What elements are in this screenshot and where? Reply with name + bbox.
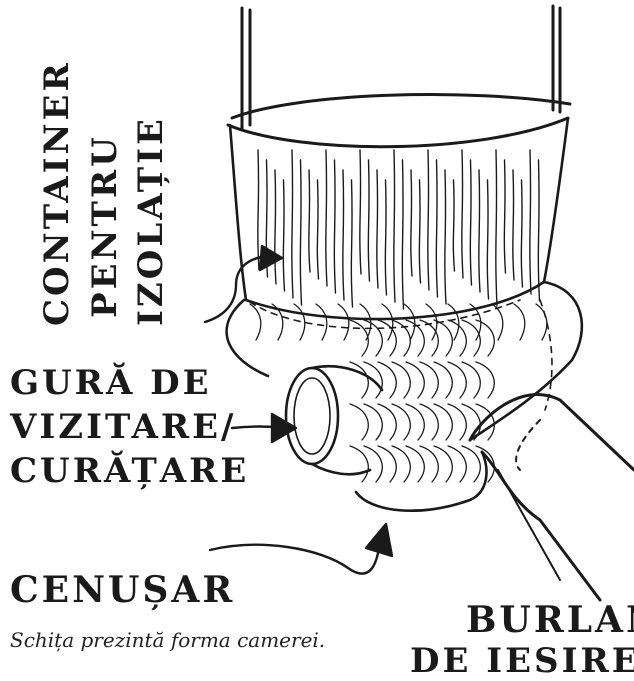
hatch-rim: [514, 304, 525, 340]
hatch-swirl: [448, 320, 466, 356]
inspection-label-line1: GURĂ DE: [10, 366, 212, 400]
outlet-pipe-label-line1: BURLAN: [466, 602, 634, 638]
arrow-ashpit: [210, 524, 392, 574]
hatch-stroke: [402, 160, 403, 309]
inspection-label-line2: VIZITARE/: [10, 410, 236, 444]
hatch-swirl: [434, 404, 452, 440]
hatch-rim: [250, 304, 261, 340]
hatch-rim: [338, 304, 349, 340]
hatch-stroke: [309, 170, 310, 272]
hatch-swirl: [364, 404, 382, 440]
hatch-swirl: [364, 446, 382, 482]
outlet-pipe-label-line2: DE IESIRE: [410, 644, 634, 678]
insulation-container: [230, 118, 568, 319]
hatch-stroke: [283, 180, 284, 291]
container-label-line2: PENTRU: [88, 134, 122, 318]
container-hatching: [258, 150, 540, 309]
hatch-swirl: [420, 404, 438, 440]
hatch-swirl: [406, 446, 424, 482]
ashpit-label: CENUȘAR: [10, 572, 235, 608]
hatch-swirl: [476, 320, 494, 356]
hatch-swirl: [476, 362, 494, 398]
hatch-stroke: [487, 180, 488, 299]
hatch-swirl: [462, 446, 480, 482]
hatch-swirl: [392, 362, 410, 398]
hatch-swirl: [378, 320, 396, 356]
hatch-stroke: [317, 180, 318, 279]
hatch-stroke: [428, 150, 429, 290]
hatch-stroke: [360, 150, 361, 274]
hatch-swirl: [462, 362, 480, 398]
hatch-rim: [426, 304, 437, 340]
hatch-stroke: [343, 170, 344, 300]
hatch-swirl: [420, 446, 438, 482]
inspection-label-line3: CURĂȚARE: [10, 454, 249, 488]
hatch-stroke: [453, 180, 454, 271]
hatch-swirl: [420, 362, 438, 398]
hatch-stroke: [351, 180, 352, 307]
hatch-stroke: [470, 160, 471, 285]
hatch-stroke: [326, 150, 327, 286]
hatch-stroke: [538, 160, 539, 301]
hatch-swirl: [448, 404, 466, 440]
container-label-line1: CONTAINER: [40, 60, 74, 326]
chamber-hatching: [250, 304, 547, 482]
sketch-caption: Schița prezintă forma camerei.: [10, 628, 325, 652]
hatch-stroke: [394, 150, 395, 302]
hatch-rim: [536, 304, 547, 340]
hatch-stroke: [411, 170, 412, 276]
container-label-line3: IZOLAȚIE: [134, 116, 168, 326]
hatch-swirl: [350, 404, 368, 440]
hatch-rim: [316, 304, 327, 340]
hatch-stroke: [300, 160, 301, 305]
hatch-swirl: [462, 404, 480, 440]
hatch-stroke: [479, 170, 480, 292]
hatch-swirl: [434, 446, 452, 482]
hatch-stroke: [445, 170, 446, 304]
hidden-edges: [250, 300, 552, 410]
hatch-swirl: [448, 446, 466, 482]
hatch-stroke: [496, 150, 497, 306]
upper-pipe: [228, 6, 570, 147]
hatch-swirl: [420, 320, 438, 356]
hatch-swirl: [378, 362, 396, 398]
hatch-stroke: [368, 160, 369, 281]
hatch-swirl: [434, 362, 452, 398]
hatch-swirl: [392, 404, 410, 440]
hatch-swirl: [350, 446, 368, 482]
hatch-swirl: [378, 446, 396, 482]
hatch-swirl: [350, 362, 368, 398]
hatch-swirl: [406, 362, 424, 398]
hatch-stroke: [292, 150, 293, 298]
hatch-stroke: [275, 170, 276, 284]
hatch-stroke: [377, 170, 378, 288]
hatch-stroke: [462, 150, 463, 278]
hatch-swirl: [392, 320, 410, 356]
hatch-swirl: [406, 404, 424, 440]
hatch-stroke: [513, 170, 514, 280]
hatch-stroke: [385, 180, 386, 295]
hatch-swirl: [392, 446, 410, 482]
hatch-swirl: [350, 320, 368, 356]
hatch-stroke: [530, 150, 531, 294]
hatch-stroke: [521, 180, 522, 287]
hatch-stroke: [436, 160, 437, 297]
hatch-stroke: [504, 160, 505, 273]
hatch-swirl: [378, 404, 396, 440]
hatch-swirl: [448, 362, 466, 398]
hatch-stroke: [419, 180, 420, 283]
hatch-stroke: [258, 150, 259, 270]
hatch-stroke: [334, 160, 335, 293]
